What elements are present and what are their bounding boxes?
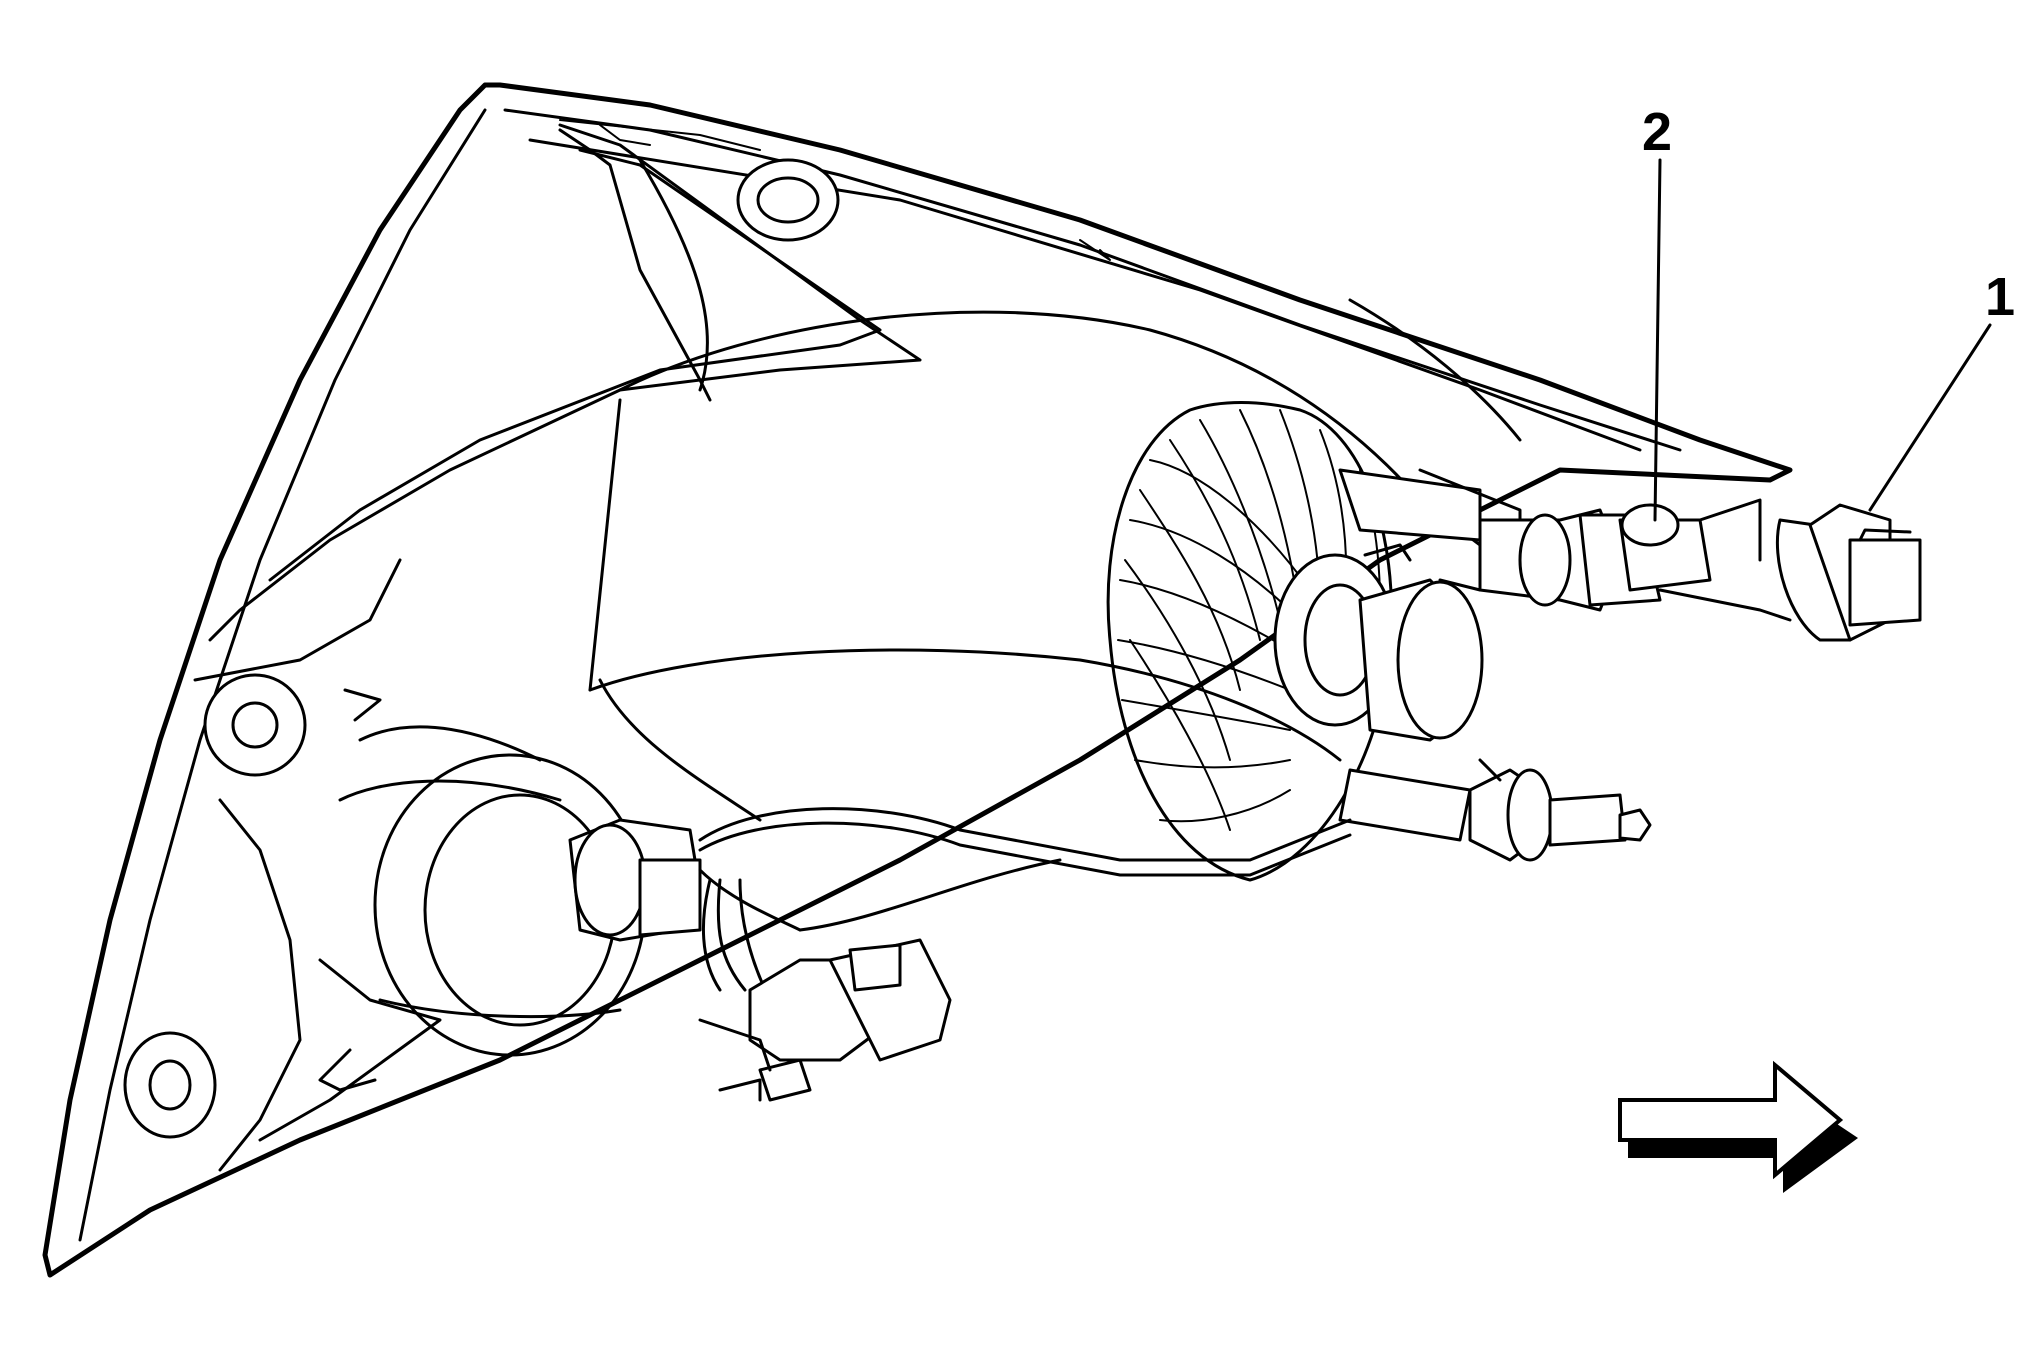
left-bracket bbox=[193, 558, 442, 1172]
right-arrow-icon bbox=[1618, 1060, 1858, 1193]
mounting-holes bbox=[123, 158, 840, 1139]
wire-harness bbox=[338, 725, 1352, 1019]
lamp-housing bbox=[42, 82, 1793, 1278]
callout-1-label: 1 bbox=[1985, 267, 2015, 327]
center-socket bbox=[1273, 543, 1484, 742]
reflector-mesh bbox=[1106, 401, 1394, 882]
upper-bulb-socket bbox=[1478, 498, 1792, 622]
lower-connector bbox=[698, 938, 952, 1102]
upper-rib bbox=[208, 123, 922, 642]
wire-connector bbox=[1775, 503, 1922, 642]
lower-bulb-socket bbox=[1468, 758, 1652, 862]
leader-lines bbox=[1653, 158, 1992, 522]
reflector-bowl bbox=[588, 298, 1522, 822]
callout-2-label: 2 bbox=[1642, 102, 1672, 162]
socket-brackets bbox=[1338, 468, 1522, 842]
left-bulb-socket bbox=[373, 753, 702, 1057]
